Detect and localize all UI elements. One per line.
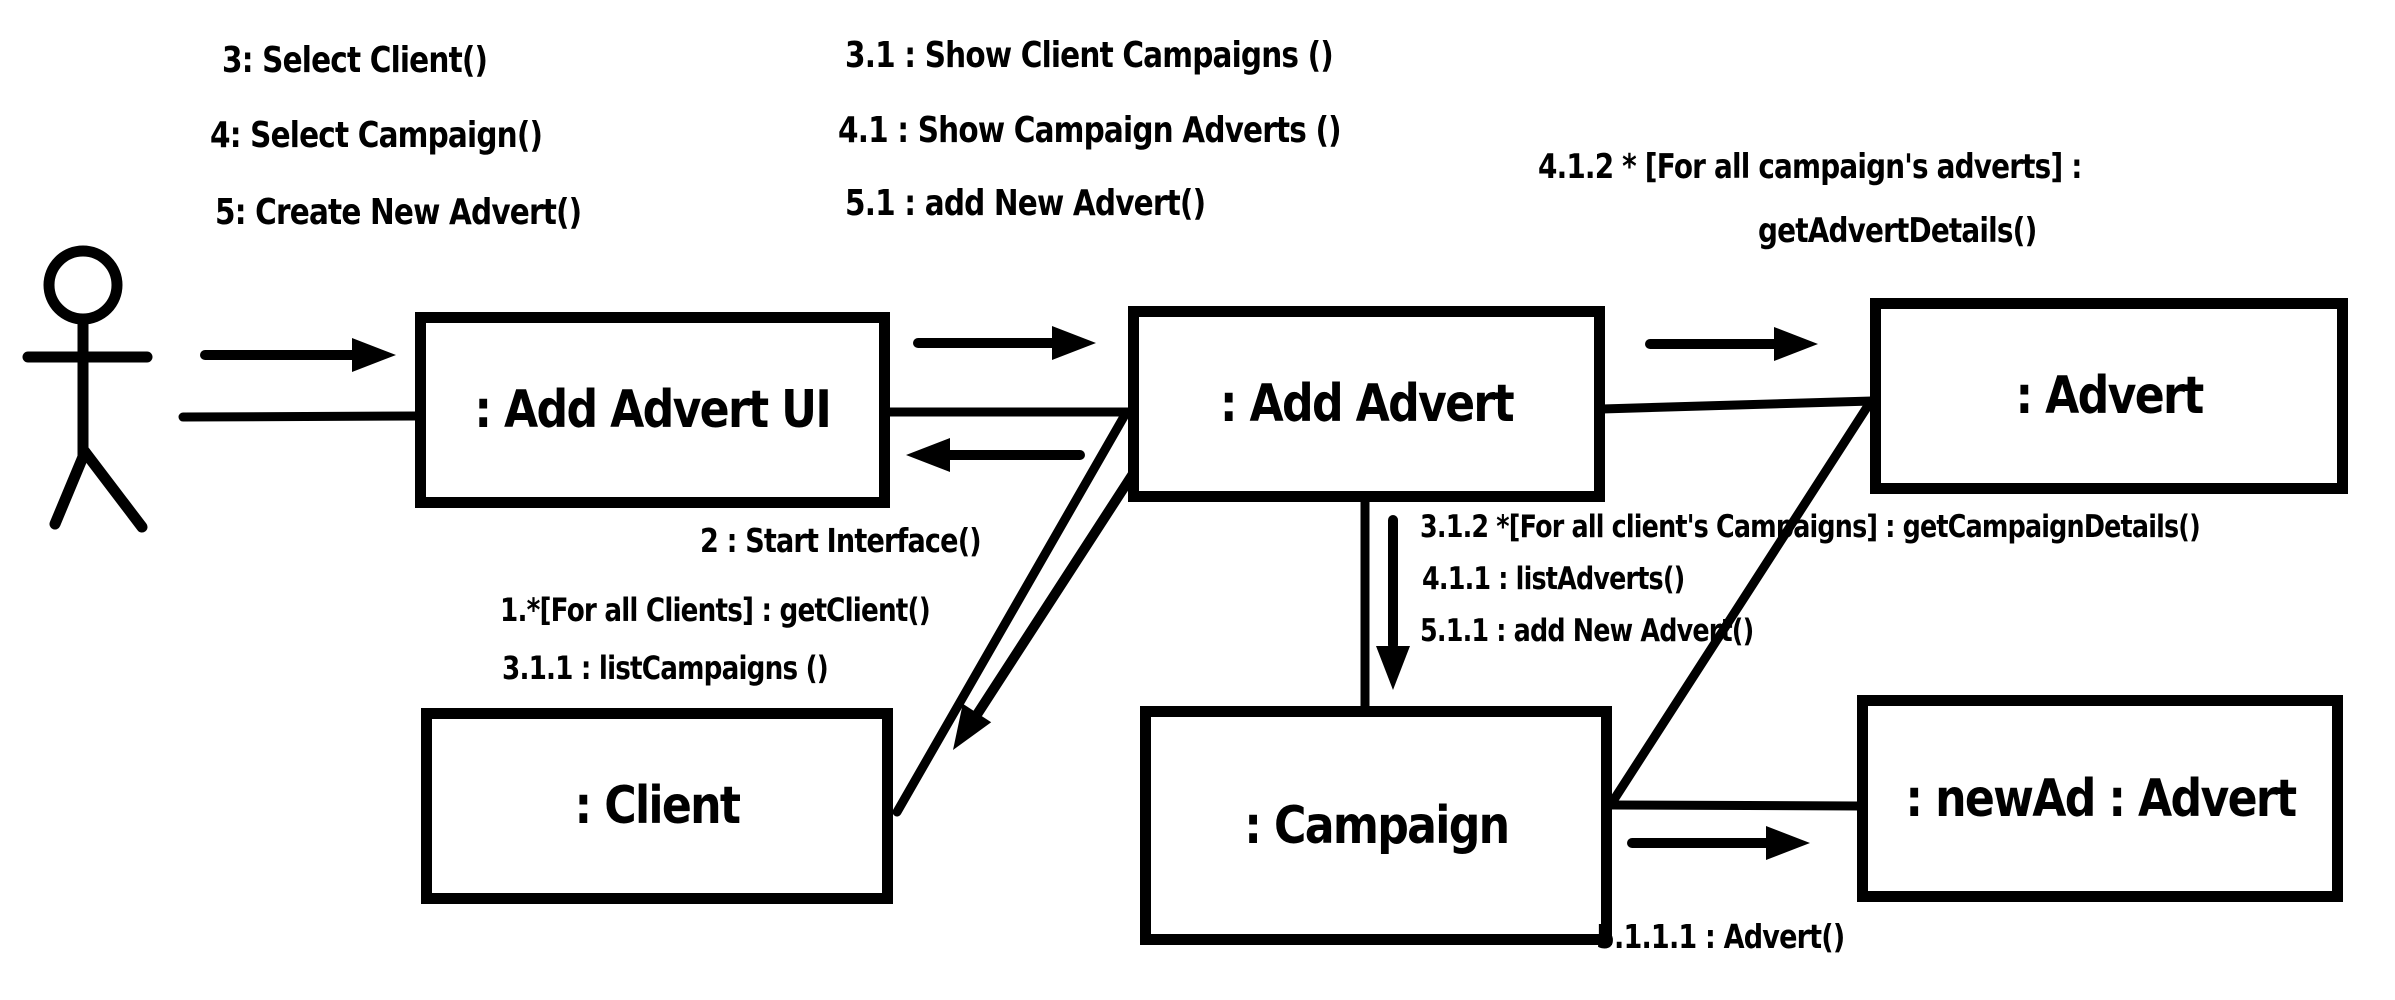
message-label-4-select-campaign: 4: Select Campaign() <box>210 115 543 156</box>
message-label-4-1-2-for-all-campaigns-adverts: 4.1.2 * [For all campaign's adverts] : <box>1538 147 2082 187</box>
message-label-3-1-2-get-campaign-details: 3.1.2 *[For all client's Campaigns] : ge… <box>1420 509 2201 545</box>
link-add-advert-to-client <box>892 408 1131 817</box>
arrow-campaign-to-new-ad <box>1627 826 1810 860</box>
arrow-add-advert-to-advert <box>1645 327 1818 361</box>
object-label-new-ad-advert: : newAd : Advert <box>1904 768 2297 829</box>
message-label-3-1-1-list-campaigns: 3.1.1 : listCampaigns () <box>502 649 829 687</box>
actor-leg-right <box>79 446 148 533</box>
arrow-add-advert-ui-to-add-advert <box>913 326 1096 360</box>
object-label-client: : Client <box>574 776 741 836</box>
message-label-1-for-all-clients-get-client: 1.*[For all Clients] : getClient() <box>500 591 931 629</box>
message-label-5-create-new-advert: 5: Create New Advert() <box>215 192 582 233</box>
stick-figure-actor-icon <box>22 245 153 533</box>
message-label-get-advert-details: getAdvertDetails() <box>1758 211 2037 251</box>
object-label-add-advert: : Add Advert <box>1219 374 1515 434</box>
message-label-3-select-client: 3: Select Client() <box>222 40 488 81</box>
message-label-4-1-show-campaign-adverts: 4.1 : Show Campaign Adverts () <box>838 110 1342 151</box>
actor-leg-left <box>49 446 91 530</box>
object-box-campaign: : Campaign <box>1140 706 1612 945</box>
object-box-advert: : Advert <box>1870 298 2348 494</box>
object-box-new-ad-advert: : newAd : Advert <box>1857 695 2343 902</box>
message-label-5-1-add-new-advert: 5.1 : add New Advert() <box>845 183 1206 224</box>
link-add-advert-to-advert <box>1597 396 1877 414</box>
actor-head <box>43 245 123 325</box>
message-label-5-1-1-1-advert: 5.1.1.1 : Advert() <box>1596 917 1845 956</box>
object-label-add-advert-ui: : Add Advert UI <box>474 380 832 440</box>
message-label-4-1-1-list-adverts: 4.1.1 : listAdverts() <box>1422 561 1685 597</box>
object-label-campaign: : Campaign <box>1243 795 1510 856</box>
message-label-2-start-interface: 2 : Start Interface() <box>700 521 982 560</box>
link-campaign-to-advert <box>1610 396 1876 803</box>
message-label-3-1-show-client-campaigns: 3.1 : Show Client Campaigns () <box>845 35 1334 76</box>
arrow-add-advert-to-client <box>953 458 1145 750</box>
object-label-advert: : Advert <box>2015 366 2204 426</box>
message-label-5-1-1-add-new-advert: 5.1.1 : add New Advert() <box>1420 613 1754 649</box>
arrow-add-advert-to-campaign <box>1376 515 1410 690</box>
link-campaign-to-new-ad <box>1606 800 1865 811</box>
arrow-actor-to-add-advert-ui <box>200 338 396 372</box>
object-box-client: : Client <box>421 708 893 904</box>
arrow-add-advert-to-add-advert-ui <box>906 438 1085 472</box>
object-box-add-advert: : Add Advert <box>1128 306 1605 502</box>
link-actor-to-add-advert-ui <box>178 411 422 422</box>
object-box-add-advert-ui: : Add Advert UI <box>415 312 890 508</box>
